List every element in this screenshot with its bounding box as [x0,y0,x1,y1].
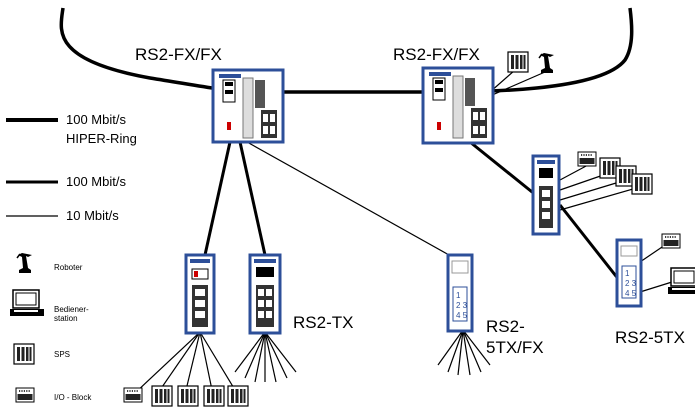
legend-ring-line-2: HIPER-Ring [66,131,137,146]
switch-icon: 1 2 3 4 5 [615,238,643,308]
plc-icon [151,385,173,407]
svg-text:2 3: 2 3 [456,301,468,310]
hiper-ring [59,7,634,94]
svg-text:4 5: 4 5 [456,311,468,320]
plc-icon [177,385,199,407]
io-block-icon [577,151,597,167]
legend-robot: Roboter [54,263,83,272]
device-label-right: RS2-5TX [615,328,685,347]
legend-io-block: I/O - Block [54,393,92,402]
links-medium [203,140,625,286]
switch-icon [211,68,285,144]
robot-icon [538,52,555,74]
legend-ring-line-1: 100 Mbit/s [66,112,126,127]
switch-icon: 1 2 3 4 5 [446,253,474,333]
operator-station-icon [9,289,45,317]
robot-icon [16,252,33,274]
operator-station-icon [667,267,695,295]
io-block-icon [661,233,681,249]
switch-icon [248,253,282,335]
switch-icon [531,154,561,236]
svg-text:4 5: 4 5 [625,289,637,298]
device-label-middle-right: RS2- 5TX/FX [486,317,544,357]
device-label-top-left: RS2-FX/FX [135,45,222,64]
plc-icon [631,173,653,195]
io-block-icon [15,387,35,403]
legend-thin: 10 Mbit/s [66,208,119,223]
svg-text:2 3: 2 3 [625,279,637,288]
switch-icon [184,253,216,335]
device-label-top-right: RS2-FX/FX [393,45,480,64]
switch-icon [421,66,495,145]
io-block-icon [123,387,143,403]
legend-medium: 100 Mbit/s [66,174,126,189]
plc-icon [507,51,529,73]
plc-icon [203,385,225,407]
plc-icon [13,343,35,365]
links-thin [134,69,673,394]
device-label-middle: RS2-TX [293,313,354,332]
svg-text:1: 1 [625,269,630,278]
legend-plc: SPS [54,350,71,359]
legend-operator: Bediener- station [54,305,89,323]
svg-text:1: 1 [456,291,461,300]
plc-icon [227,385,249,407]
